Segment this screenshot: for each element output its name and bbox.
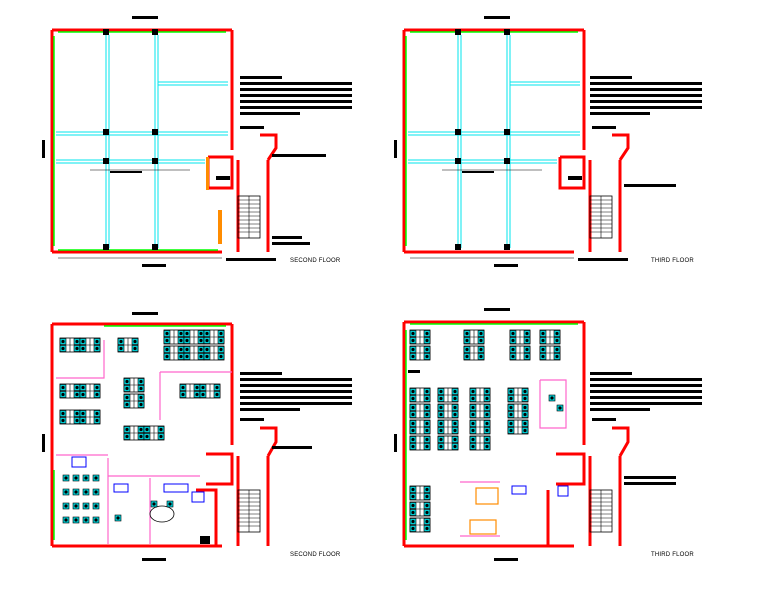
caption-layout-second-floor: SECOND FLOOR <box>290 552 341 558</box>
caption-shell-third-floor: THIRD FLOOR <box>651 258 694 264</box>
panel-layout-third-floor <box>394 308 702 561</box>
caption-shell-second-floor: SECOND FLOOR <box>290 258 341 264</box>
panel-shell-third-floor <box>394 16 702 267</box>
panel-layout-second-floor <box>42 312 352 561</box>
caption-layout-third-floor: THIRD FLOOR <box>651 552 694 558</box>
panel-shell-second-floor <box>42 16 352 267</box>
